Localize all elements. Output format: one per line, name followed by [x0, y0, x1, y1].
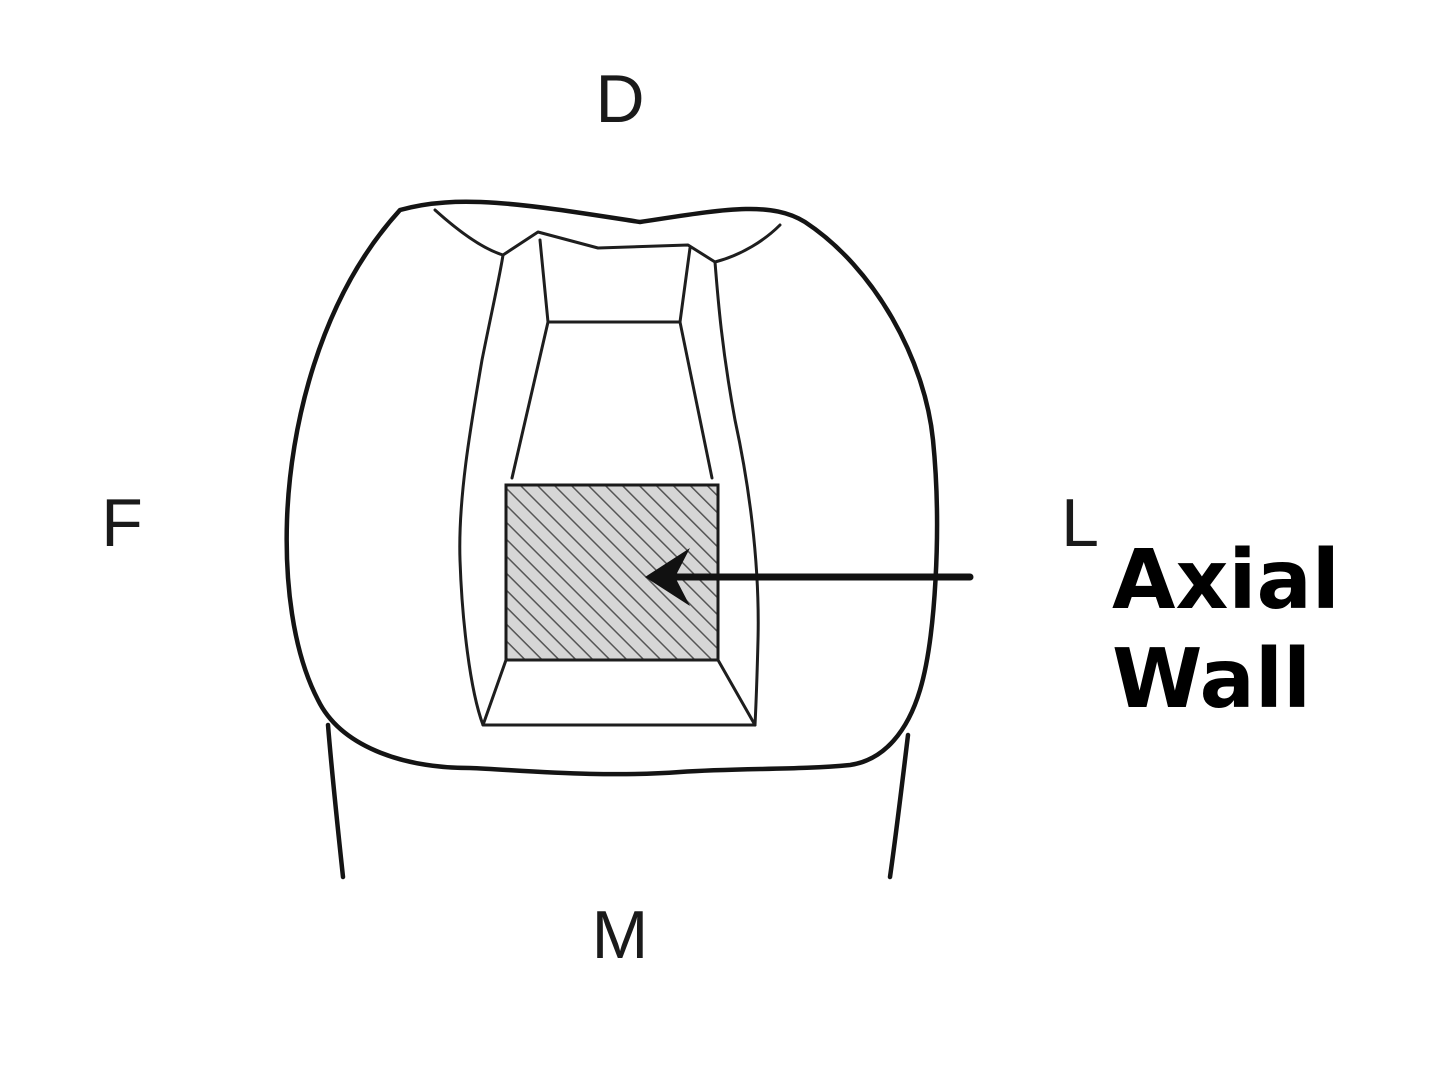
- label-top: D: [595, 61, 644, 137]
- marginal-ridge-right: [713, 223, 782, 264]
- marginal-ridge-left: [433, 208, 505, 257]
- axial-wall-region: [504, 483, 720, 662]
- callout-arrow-head: [645, 548, 690, 606]
- callout-line1: Axial: [1112, 533, 1340, 628]
- tooth-crown-outline: [284, 199, 940, 777]
- cavity-inner-walls: [510, 320, 714, 480]
- cavity-inner-outline: [538, 238, 692, 324]
- root-right-line: [887, 732, 911, 880]
- root-left-line: [325, 722, 346, 880]
- label-right: L: [1061, 485, 1099, 561]
- label-bottom: M: [592, 897, 649, 973]
- gingival-wall-lines: [481, 658, 757, 727]
- label-left: F: [101, 485, 143, 561]
- callout-line2: Wall: [1112, 632, 1311, 727]
